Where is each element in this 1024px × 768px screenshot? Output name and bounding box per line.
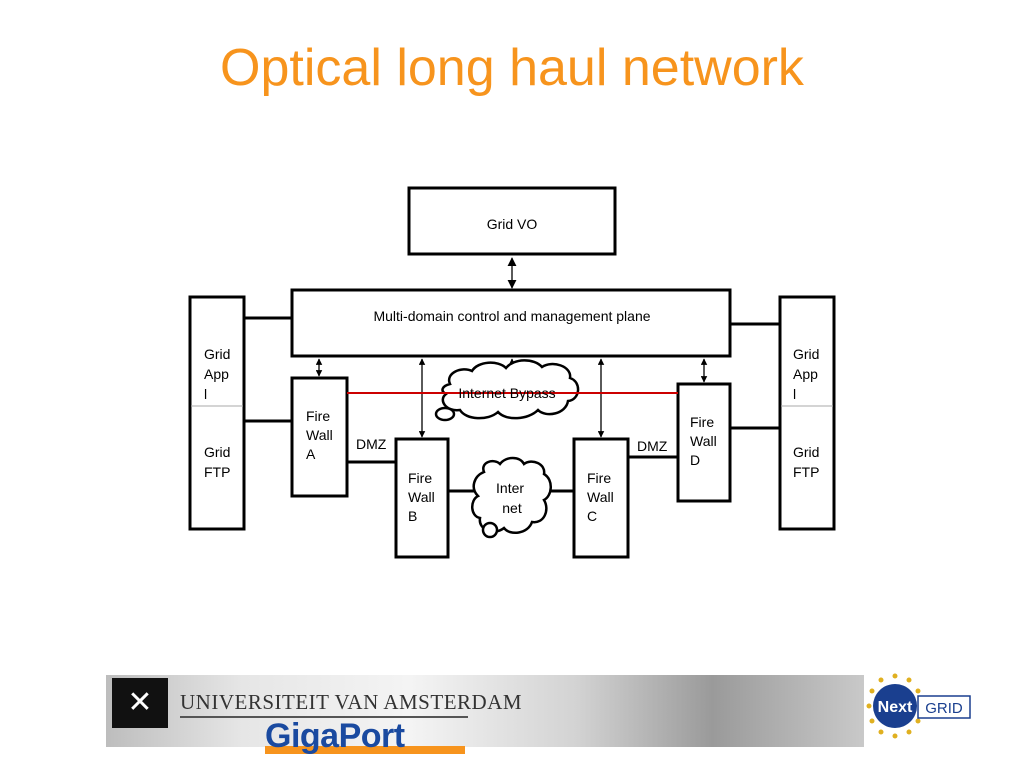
gigaport-logo: GigaPort	[265, 718, 465, 754]
uva-rule	[180, 716, 468, 718]
uva-crest-icon: ✕	[112, 678, 168, 728]
firewall-b-label: Fire Wall B	[408, 470, 439, 524]
control-plane-label: Multi-domain control and management plan…	[373, 308, 650, 324]
footer-banner	[106, 675, 864, 747]
left-grid-app-label: Grid App l	[204, 346, 234, 402]
gigaport-band	[265, 746, 465, 754]
firewall-a-label: Fire Wall A	[306, 408, 337, 462]
internet-cloud	[471, 456, 552, 535]
right-grid-stack	[778, 295, 836, 531]
right-grid-ftp-label: Grid FTP	[793, 444, 823, 480]
firewall-c-label: Fire Wall C	[587, 470, 618, 524]
control-plane-box	[290, 288, 732, 358]
grid-vo-label: Grid VO	[487, 216, 538, 232]
gigaport-wordmark: GigaPort	[265, 717, 405, 755]
nextgrid-logo: Next GRID	[866, 673, 971, 739]
nextgrid-next: Next	[878, 699, 913, 716]
uva-wordmark: UNIVERSITEIT VAN AMSTERDAM	[180, 690, 523, 714]
firewall-b-box	[394, 437, 450, 559]
left-grid-stack	[188, 295, 246, 531]
nextgrid-grid-box	[917, 695, 971, 719]
internet-bypass-tail	[434, 406, 456, 422]
firewall-d-label: Fire Wall D	[690, 414, 721, 468]
firewall-d-box	[676, 382, 732, 503]
internet-cloud-tail	[481, 521, 499, 539]
right-grid-app-label: Grid App l	[793, 346, 823, 402]
nextgrid-globe	[873, 684, 917, 728]
dmz-left-label: DMZ	[356, 436, 387, 452]
left-grid-ftp-label: Grid FTP	[204, 444, 234, 480]
grid-vo-box	[407, 186, 617, 256]
page-title: Optical long haul network	[220, 39, 804, 97]
firewall-a-box	[290, 376, 349, 498]
nextgrid-grid: GRID	[925, 700, 963, 717]
dmz-right-label: DMZ	[637, 438, 668, 454]
internet-cloud-label: Inter net	[496, 480, 528, 516]
firewall-c-box	[572, 437, 630, 559]
internet-bypass-label: Internet Bypass	[458, 385, 555, 401]
